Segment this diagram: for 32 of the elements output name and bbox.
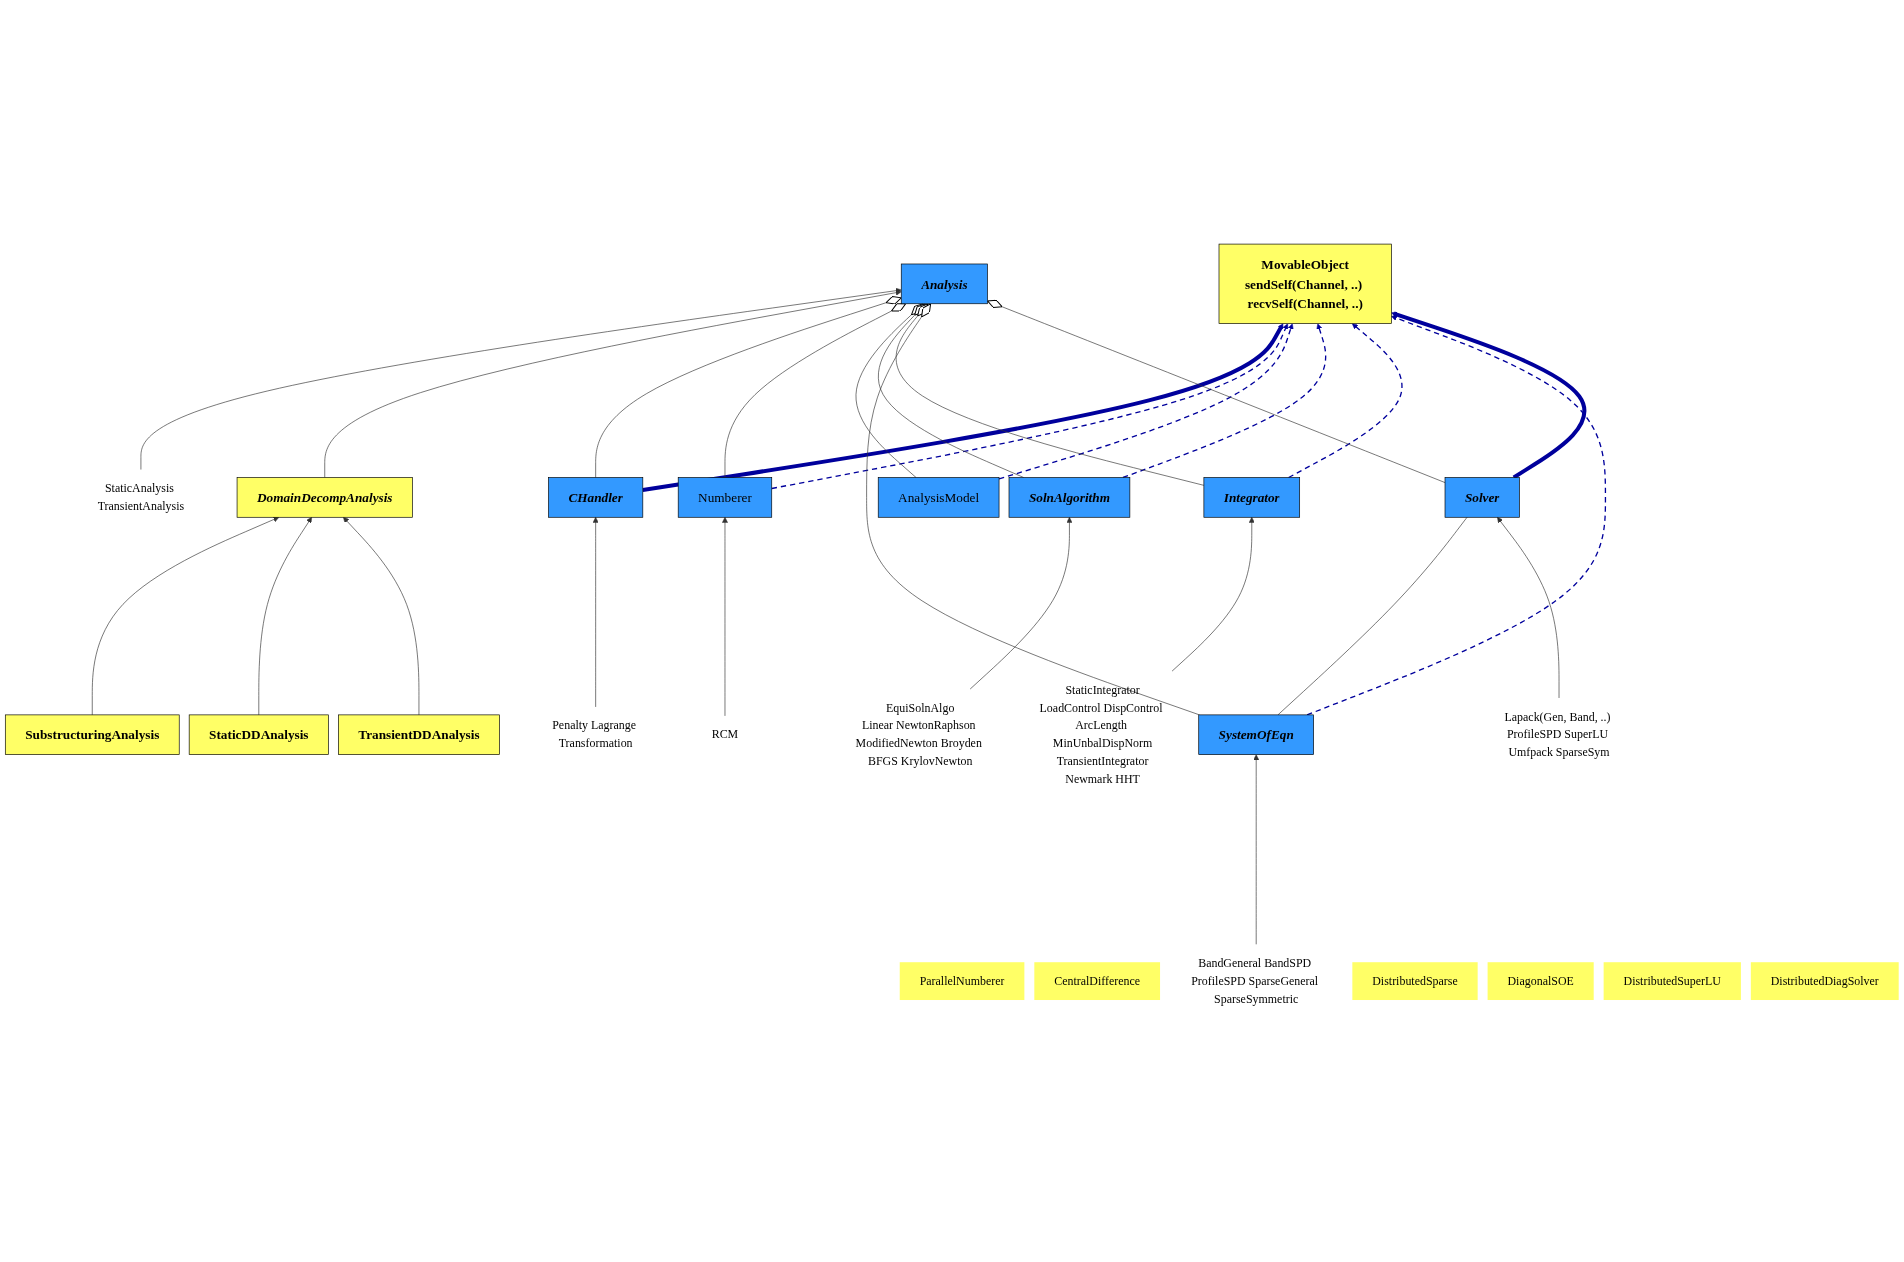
node-text: Penalty Lagrange Transformation [552, 718, 637, 751]
node-box: MovableObject sendSelf(Channel, ..) recvSelf(Channel, ..) [1218, 243, 1392, 324]
node-box: DiagonalSOE [1487, 962, 1594, 1000]
node-box: DistributedDiagSolver [1750, 962, 1899, 1000]
node-box: SystemOfEqn [1198, 714, 1314, 755]
node-box: Solver [1444, 477, 1520, 518]
node-box: SolnAlgorithm [1008, 477, 1131, 518]
node-box: StaticDDAnalysis [188, 714, 329, 755]
node-text: Lapack(Gen, Band, ..) ProfileSPD SuperLU Umfpack SparseSym [1504, 709, 1611, 759]
node-text: BandGeneral BandSPD ProfileSPD SparseGeneral SparseSymmetric [1191, 956, 1319, 1006]
node-box: DistributedSuperLU [1603, 962, 1741, 1000]
arrow [1122, 323, 1327, 479]
node-text: StaticIntegrator LoadControl DispControl ArcLength MinUnbalDispNorm TransientIntegrator Newmark HHT [1039, 683, 1163, 786]
node-box: DistributedSparse [1352, 962, 1478, 1000]
node-text: RCM [711, 727, 739, 742]
node-box: TransientDDAnalysis [338, 714, 500, 755]
arrow [771, 323, 1289, 490]
node-box: Integrator [1203, 477, 1300, 518]
node-box: Numberer [677, 477, 773, 518]
node-box: CentralDifference [1034, 962, 1161, 1000]
arrow [1288, 323, 1403, 479]
node-box: CHandler [548, 477, 644, 518]
node-box: Analysis [900, 263, 988, 305]
node-box: DomainDecompAnalysis [236, 477, 413, 518]
node-box: ParallelNumberer [899, 962, 1025, 1000]
node-box: SubstructuringAnalysis [4, 714, 180, 755]
node-text: StaticAnalysis TransientAnalysis [97, 481, 185, 513]
node-box: AnalysisModel [877, 477, 1000, 518]
arrow [642, 323, 1284, 492]
node-text: EquiSolnAlgo Linear NewtonRaphson ModifiedNewton Broyden BFGS KrylovNewton [855, 700, 982, 768]
arrow [998, 323, 1294, 480]
connector [1277, 516, 1468, 716]
